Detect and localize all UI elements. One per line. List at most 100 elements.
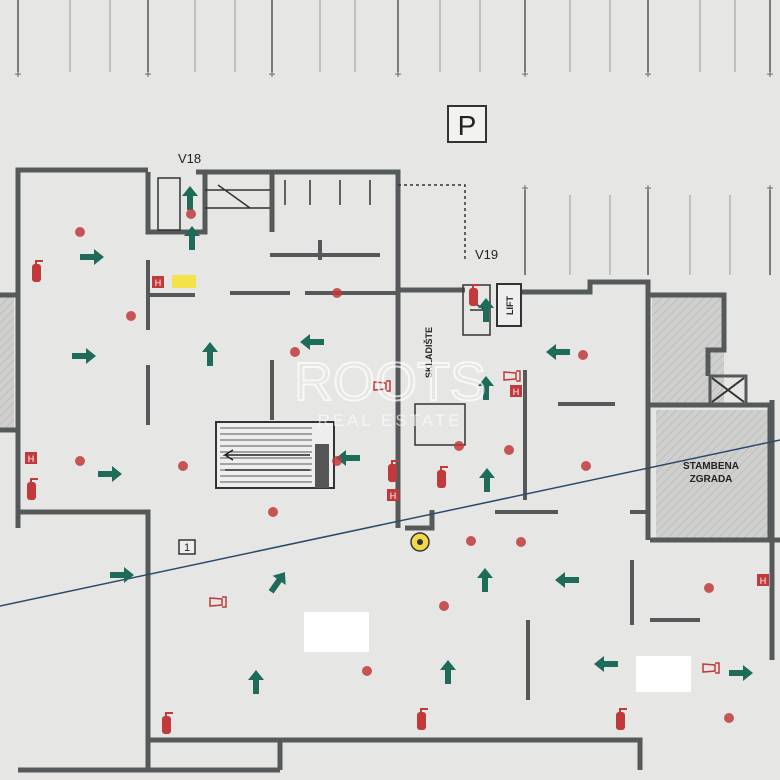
stambena-zgrada-area [656,410,770,538]
svg-text:H: H [513,387,520,397]
evacuation-arrow-icon [478,376,494,400]
evacuation-arrow-icon [72,348,96,364]
smoke-detector-icon [126,311,136,321]
evacuation-arrow-icon [555,572,579,588]
fire-extinguisher-icon [417,708,428,730]
evacuation-arrow-icon [202,342,218,366]
exit-label-v18: V18 [178,151,201,166]
fire-extinguisher-icon [388,460,399,482]
fire-hydrant-icon: H [757,574,769,586]
fire-extinguisher-icon [162,712,173,734]
smoke-detector-icon [186,209,196,219]
column-marker: + [644,67,651,81]
alarm-horn-icon [373,380,391,392]
smoke-detector-icon [466,536,476,546]
column-marker: + [521,181,528,195]
wall-segment [150,737,643,770]
smoke-detector-icon [178,461,188,471]
smoke-detector-icon [581,461,591,471]
interior-line [284,180,371,205]
smoke-detector-icon [75,227,85,237]
evacuation-arrow-icon [479,468,495,492]
hatched-area-left [0,295,14,430]
evacuation-arrow-icon [268,572,286,594]
parking-lines: ++++++++++ [14,0,774,275]
building-label-line1: STAMBENA [683,461,739,472]
evacuation-arrow-icon [478,298,494,322]
fire-hydrant-icon: H [387,489,399,501]
interior-line [462,284,491,336]
staircase-center [215,421,335,489]
interior-line [157,177,181,231]
fire-extinguisher-icon [616,708,627,730]
wall-segment [18,509,151,770]
watermark-sub: REAL ESTATE [317,411,462,430]
interior-line [414,403,466,446]
redacted-label [304,612,369,652]
evacuation-arrow-icon [80,249,104,265]
smoke-detector-icon [578,350,588,360]
exit-label-v19: V19 [475,247,498,262]
column-marker: + [14,67,21,81]
column-marker: + [268,67,275,81]
building-label-line2: ZGRADA [690,474,733,485]
vent-shaft [708,374,748,406]
evacuation-arrow-icon [110,567,134,583]
interior-line [205,184,270,209]
alarm-horn-icon [209,596,227,608]
evacuation-arrow-icon [594,656,618,672]
svg-text:H: H [155,278,162,288]
wall-segment [405,510,435,531]
smoke-detector-icon [268,507,278,517]
evacuation-arrow-icon [440,660,456,684]
watermark-main: ROOTS [294,352,486,412]
evacuation-arrow-icon [98,466,122,482]
evacuation-arrow-icon [248,670,264,694]
evacuation-arrows [72,186,753,694]
lift-label: LIFT [505,296,515,315]
parking-sign [447,105,487,143]
column-marker: + [766,67,773,81]
redacted-label [636,656,691,692]
wall-segment [277,537,780,770]
lift-shaft: LIFT [496,283,522,327]
wall-segment [145,172,208,235]
alarm-horn-icon [702,662,720,674]
column-marker: + [766,181,773,195]
fire-extinguisher-icon [32,260,43,282]
storage-label: SKLADIŠTE [423,327,434,378]
section-line [0,439,780,607]
wall-segment [398,279,651,540]
evacuation-arrow-icon [729,665,753,681]
walls [0,167,780,773]
wall-segment [272,169,401,528]
safety-symbols: H H H H H [25,209,769,734]
yellow-marker [172,275,196,288]
alarm-horn-icon [503,370,521,382]
fire-extinguisher-icon [437,466,448,488]
smoke-detector-icon [362,666,372,676]
column-marker: + [394,67,401,81]
smoke-detector-icon [516,537,526,547]
evacuation-arrow-icon [546,344,570,360]
smoke-detector-icon [75,456,85,466]
column-marker: + [144,67,151,81]
fire-extinguisher-icon [469,284,480,306]
smoke-detector-icon [454,441,464,451]
smoke-detector-icon [724,713,734,723]
evacuation-arrow-icon [477,568,493,592]
parking-sign-letter: P [458,110,477,141]
evacuation-arrow-icon [300,334,324,350]
smoke-detector-icon [332,456,342,466]
smoke-detector-icon [290,347,300,357]
fire-hydrant-icon: H [510,385,522,397]
column-marker: + [644,181,651,195]
fire-hydrant-icon: H [25,452,37,464]
svg-text:H: H [760,576,767,586]
smoke-detector-icon [332,288,342,298]
interior-line [398,184,466,260]
section-marker-box [178,539,196,555]
evacuation-arrow-icon [336,450,360,466]
